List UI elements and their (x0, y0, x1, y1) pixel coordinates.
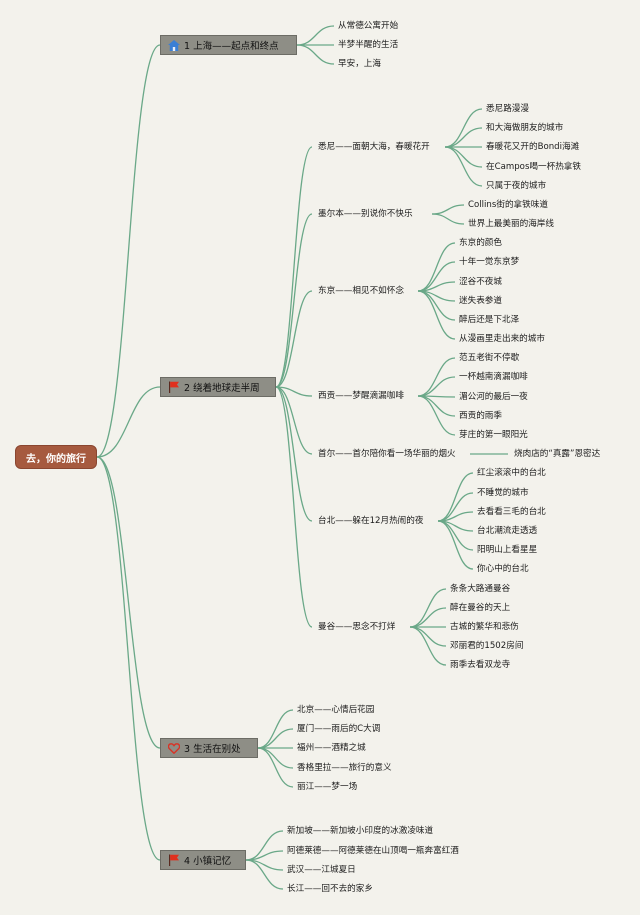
connector (96, 456, 161, 749)
connector (257, 747, 294, 769)
connector (431, 213, 465, 225)
branch-shanghai[interactable]: 1 上海——起点和终点 (160, 35, 297, 55)
leaf-item[interactable]: 醉后还是下北泽 (459, 315, 520, 325)
leaf-item[interactable]: 在Campos喝一杯热拿铁 (486, 162, 581, 172)
leaf-item[interactable]: 十年一觉东京梦 (459, 257, 520, 267)
branch-half-globe[interactable]: 2 绕着地球走半周 (160, 377, 276, 397)
leaf-item[interactable]: 香格里拉——旅行的意义 (297, 763, 392, 773)
leaf-item[interactable]: 半梦半醒的生活 (338, 40, 399, 50)
topic-saigon[interactable]: 西贡——梦醒滴漏咖啡 (318, 391, 404, 401)
connector (275, 386, 313, 397)
leaf-item[interactable]: 阳明山上看星星 (477, 545, 538, 555)
branch-label: 1 上海——起点和终点 (184, 41, 279, 52)
flag-icon (167, 381, 181, 393)
branch-label: 2 绕着地球走半周 (184, 383, 260, 394)
connector (275, 386, 313, 455)
topic-melbourne[interactable]: 墨尔本——别说你不快乐 (318, 209, 413, 219)
leaf-item[interactable]: 北京——心情后花园 (297, 705, 375, 715)
connector (444, 127, 483, 148)
connector (275, 386, 313, 522)
leaf-item[interactable]: 从常德公寓开始 (338, 21, 399, 31)
connector (96, 44, 161, 458)
leaf-item[interactable]: 芽庄的第一眼阳光 (459, 430, 528, 440)
connector (409, 626, 447, 647)
connector (275, 213, 313, 388)
leaf-item[interactable]: 去看看三毛的台北 (477, 507, 546, 517)
leaf-item[interactable]: 武汉——江城夏日 (287, 865, 356, 875)
flag-icon (167, 854, 181, 866)
leaf-item[interactable]: 新加坡——新加坡小印度的冰激凌味道 (287, 826, 434, 836)
leaf-item[interactable]: 台北潮流走透透 (477, 526, 538, 536)
connector (417, 395, 456, 417)
leaf-item[interactable]: 阿德莱德——阿德莱德在山顶喝一瓶奔富红酒 (287, 846, 459, 856)
leaf-item[interactable]: 从漫画里走出来的城市 (459, 334, 545, 344)
topic-bangkok[interactable]: 曼谷——思念不打烊 (318, 622, 396, 632)
heart-icon (167, 742, 181, 754)
leaf-item[interactable]: 条条大路通曼谷 (450, 584, 511, 594)
connector (409, 607, 447, 628)
leaf-item[interactable]: 春暖花又开的Bondi海滩 (486, 142, 580, 152)
leaf-item[interactable]: 福州——酒精之城 (297, 743, 366, 753)
leaf-item[interactable]: Collins街的拿铁味道 (468, 200, 548, 210)
root-node[interactable]: 去，你的旅行 (15, 445, 97, 469)
topic-sydney[interactable]: 悉尼——面朝大海，春暖花开 (318, 142, 430, 152)
connector (444, 146, 483, 187)
connector (257, 728, 294, 749)
connector (275, 146, 313, 388)
leaf-item[interactable]: 涩谷不夜城 (459, 277, 502, 287)
leaf-item[interactable]: 湄公河的最后一夜 (459, 392, 528, 402)
leaf-item[interactable]: 东京的颜色 (459, 238, 502, 248)
connector (275, 290, 313, 388)
leaf-item[interactable]: 迷失表参道 (459, 296, 502, 306)
leaf-item[interactable]: 只属于夜的城市 (486, 181, 547, 191)
connector (409, 626, 447, 666)
connector (417, 290, 456, 340)
connector (257, 747, 294, 788)
connector (417, 242, 456, 292)
connector (431, 204, 465, 215)
connector (437, 520, 474, 570)
connector (417, 395, 456, 436)
leaf-item[interactable]: 红尘滚滚中的台北 (477, 468, 546, 478)
leaf-item[interactable]: 你心中的台北 (477, 564, 529, 574)
leaf-item[interactable]: 范五老街不停歇 (459, 353, 520, 363)
leaf-item[interactable]: 一杯越南滴漏咖啡 (459, 372, 528, 382)
connector (437, 472, 474, 522)
leaf-item[interactable]: 雨季去看双龙寺 (450, 660, 511, 670)
topic-seoul[interactable]: 首尔——首尔陪你看一场华丽的烟火 (318, 449, 456, 459)
leaf-item[interactable]: 西贡的雨季 (459, 411, 502, 421)
connector (245, 859, 284, 890)
leaf-item[interactable]: 醉在曼谷的天上 (450, 603, 511, 613)
connector (417, 376, 456, 397)
leaf-item[interactable]: 和大海做朋友的城市 (486, 123, 564, 133)
connector (444, 146, 483, 168)
connector (275, 386, 313, 628)
branch-elsewhere[interactable]: 3 生活在别处 (160, 738, 258, 758)
leaf-item[interactable]: 烧肉店的“真露”恩密达 (514, 449, 601, 459)
topic-tokyo[interactable]: 东京——相见不如怀念 (318, 286, 404, 296)
connector (96, 456, 161, 861)
leaf-item[interactable]: 厦门——雨后的C大调 (297, 724, 381, 734)
leaf-item[interactable]: 不睡觉的城市 (477, 488, 529, 498)
branch-label: 3 生活在别处 (184, 744, 241, 755)
leaf-item[interactable]: 悉尼路漫漫 (486, 104, 529, 114)
branch-town-memory[interactable]: 4 小镇记忆 (160, 850, 246, 870)
leaf-item[interactable]: 长江——回不去的家乡 (287, 884, 373, 894)
connector (296, 44, 335, 65)
branch-label: 4 小镇记忆 (184, 856, 232, 867)
leaf-item[interactable]: 古城的繁华和悲伤 (450, 622, 519, 632)
leaf-item[interactable]: 早安，上海 (338, 59, 381, 69)
leaf-item[interactable]: 世界上最美丽的海岸线 (468, 219, 554, 229)
topic-taipei[interactable]: 台北——躲在12月热闹的夜 (318, 516, 424, 526)
connector (296, 25, 335, 46)
connector (96, 386, 161, 458)
house-icon (167, 39, 181, 51)
leaf-item[interactable]: 邓丽君的1502房间 (450, 641, 524, 651)
leaf-item[interactable]: 丽江——梦一场 (297, 782, 358, 792)
